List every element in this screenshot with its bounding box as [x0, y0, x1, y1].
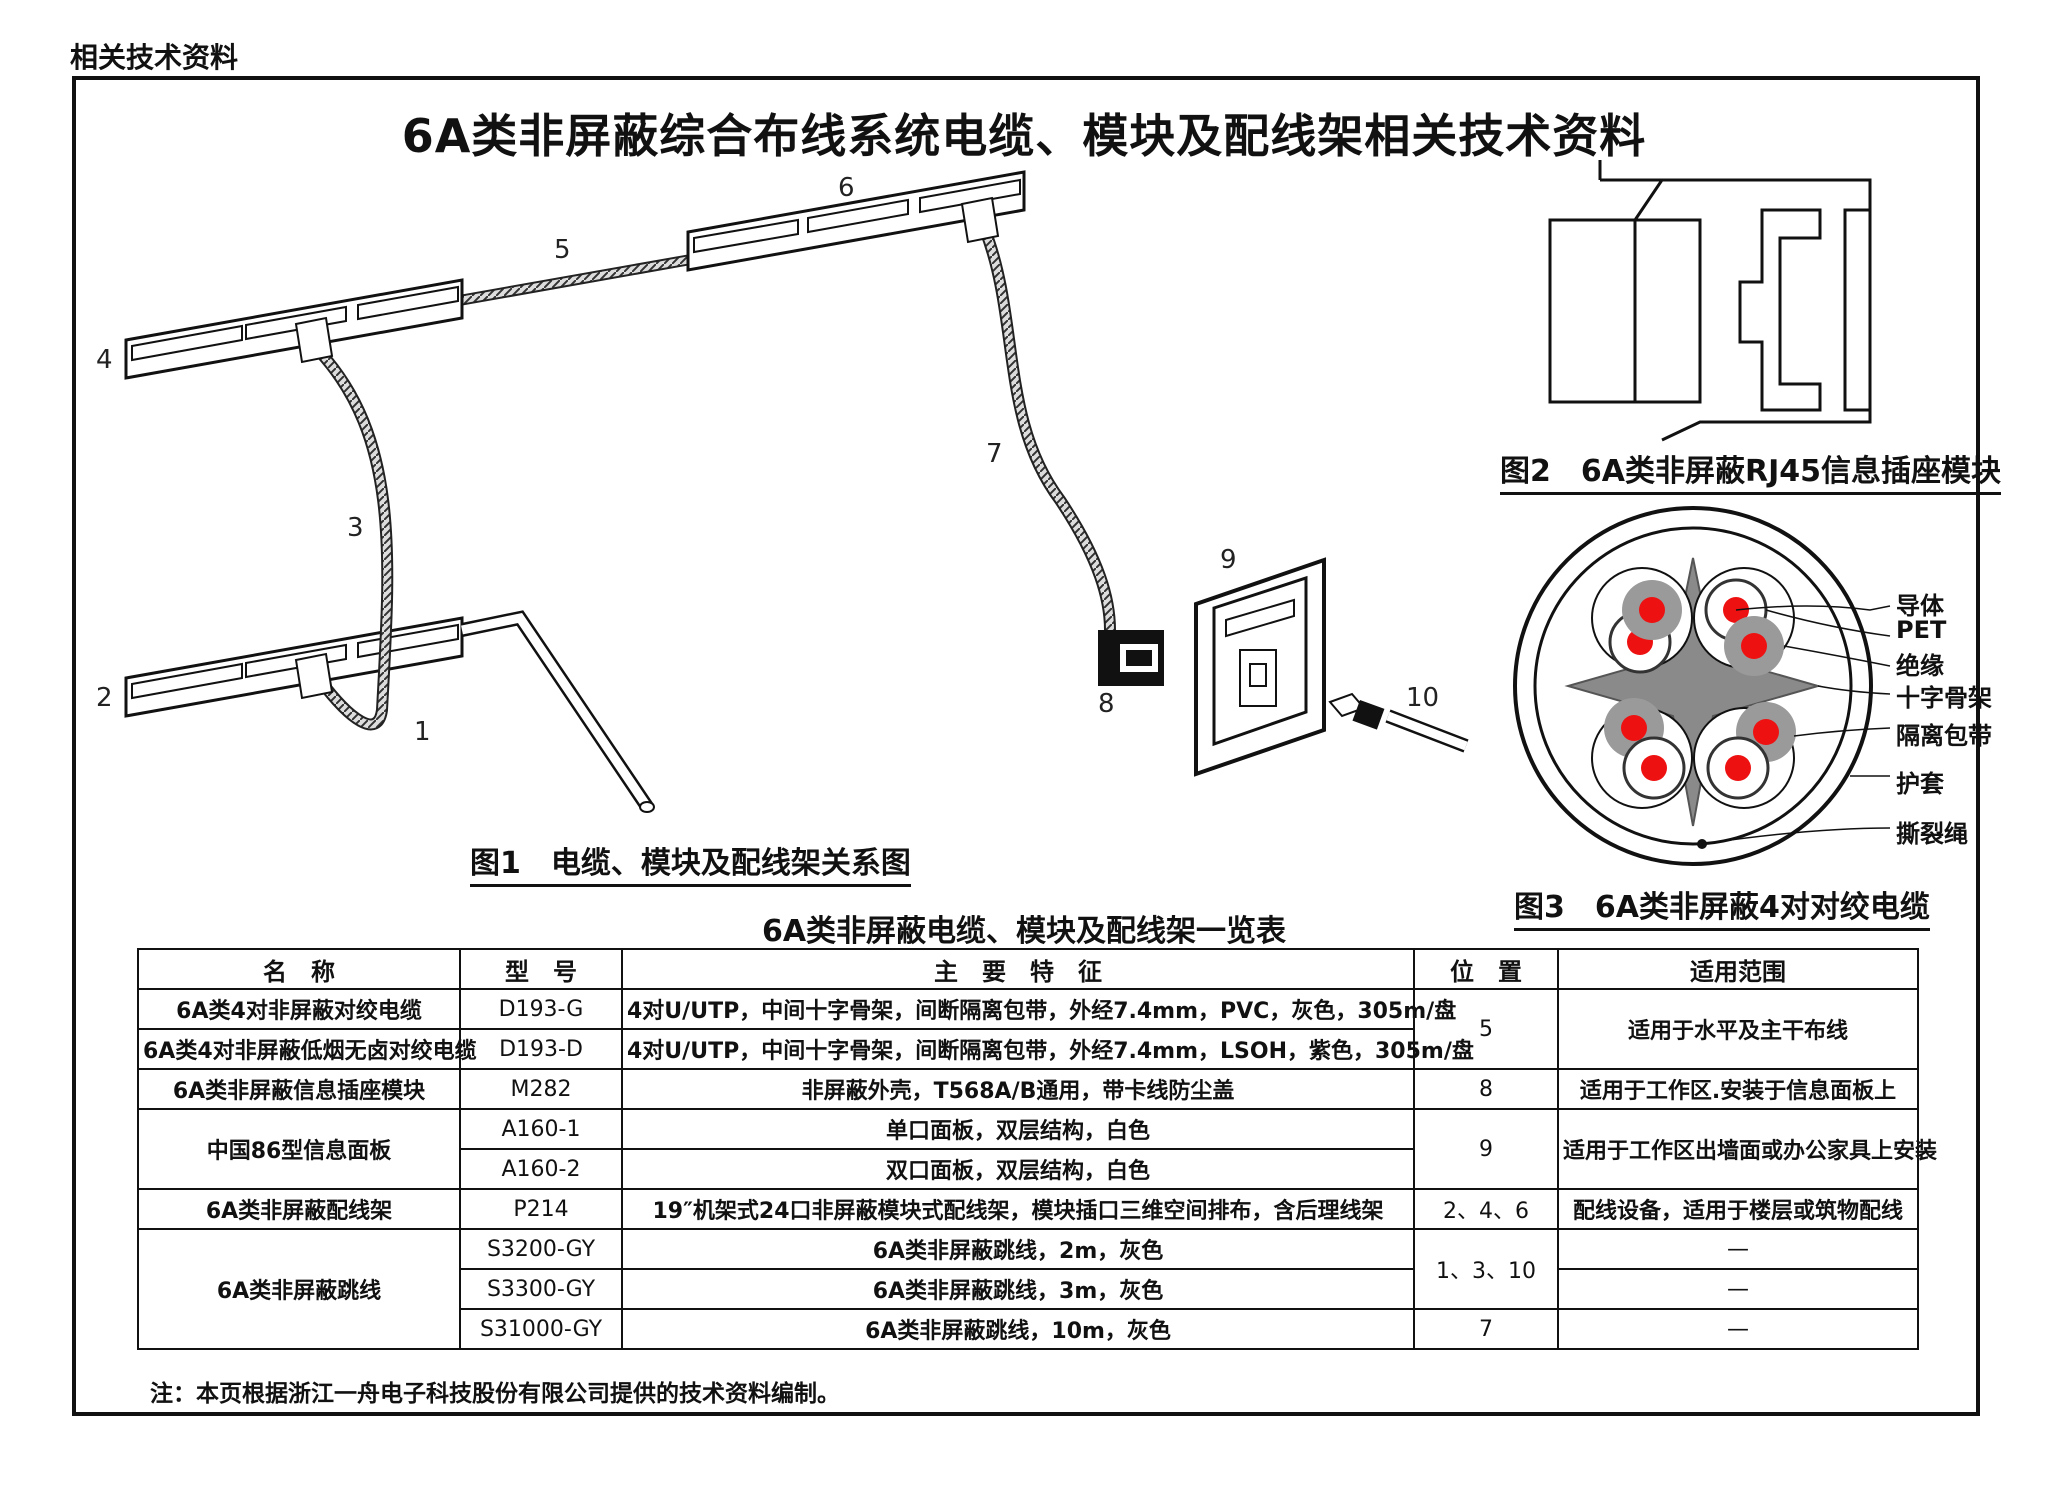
cell-scope: —	[1557, 1228, 1919, 1270]
label-10: 10	[1406, 683, 1439, 713]
table-row: A160-2 双口面板，双层结构，白色	[138, 1148, 1918, 1190]
cell-model: S3300-GY	[459, 1268, 623, 1310]
pair-top-left	[1591, 567, 1693, 674]
table-row: 中国86型信息面板 A160-1 单口面板，双层结构，白色 9 适用于工作区出墙…	[137, 1108, 1937, 1190]
table-row: 6A类非屏蔽信息插座模块 M282 非屏蔽外壳，T568A/B通用，带卡线防尘盖…	[137, 1068, 1919, 1110]
label-3: 3	[347, 513, 364, 543]
pair-bottom-right	[1693, 702, 1796, 809]
cell-feature: 非屏蔽外壳，T568A/B通用，带卡线防尘盖	[621, 1068, 1415, 1110]
cell-model: S31000-GY	[459, 1308, 623, 1350]
cell-scope: —	[1557, 1268, 1919, 1310]
faceplate-9	[1194, 557, 1326, 777]
pair-bottom-left	[1591, 698, 1693, 809]
fig2-rj45-module-drawing	[1548, 160, 1872, 442]
cell-scope: 配线设备，适用于楼层或筑物配线	[1557, 1188, 1919, 1230]
cell-position: 8	[1413, 1068, 1559, 1110]
table-row: 6A类非屏蔽跳线 S3200-GY 6A类非屏蔽跳线，2m，灰色 1、3、10 …	[137, 1228, 1919, 1350]
cell-model: A160-1	[459, 1108, 623, 1150]
table-row: 6A类4对非屏蔽对绞电缆 D193-G 4对U/UTP，中间十字骨架，间断隔离包…	[137, 988, 1919, 1070]
cell-feature: 6A类非屏蔽跳线，10m，灰色	[621, 1308, 1415, 1350]
fig3-cable-cross-section	[1513, 506, 1891, 866]
cell-position: 2、4、6	[1413, 1188, 1559, 1230]
cell-name: 6A类非屏蔽信息插座模块	[137, 1068, 461, 1110]
cell-model: A160-2	[459, 1148, 623, 1190]
cell-name: 6A类非屏蔽跳线	[137, 1228, 461, 1350]
rj45-module-8	[1098, 630, 1164, 686]
cell-scope: 适用于工作区出墙面或办公家具上安装	[1557, 1108, 1937, 1190]
cell-feature: 6A类非屏蔽跳线，3m，灰色	[621, 1268, 1415, 1310]
cell-model: D193-G	[459, 988, 623, 1030]
header-feature: 主 要 特 征	[621, 948, 1415, 990]
fig1-caption: 图1 电缆、模块及配线架关系图	[470, 838, 911, 887]
legend-cross-filler: 十字骨架	[1896, 684, 1992, 712]
fig1-relationship-diagram: 1 2 3 4 5 6 7 8 9 10	[96, 170, 1469, 813]
label-7: 7	[986, 439, 1003, 469]
cell-name: 6A类4对非屏蔽对绞电缆	[137, 988, 461, 1030]
header-scope: 适用范围	[1557, 948, 1919, 990]
cell-position: 1、3、10	[1413, 1228, 1559, 1310]
cell-feature: 双口面板，双层结构，白色	[621, 1148, 1415, 1190]
label-5: 5	[554, 235, 571, 265]
patch-cord-1	[460, 610, 654, 812]
fig2-caption: 图2 6A类非屏蔽RJ45信息插座模块	[1500, 446, 2001, 495]
legend-jacket: 护套	[1896, 770, 1944, 798]
table-title: 6A类非屏蔽电缆、模块及配线架一览表	[761, 914, 1287, 949]
drawing-frame	[72, 76, 1980, 1416]
footnote: 注：本页根据浙江一舟电子科技股份有限公司提供的技术资料编制。	[150, 1381, 840, 1407]
fig3-caption: 图3 6A类非屏蔽4对对绞电缆	[1514, 882, 1930, 931]
label-9: 9	[1220, 545, 1237, 575]
cell-feature: 4对U/UTP，中间十字骨架，间断隔离包带，外经7.4mm，PVC，灰色，305…	[621, 988, 1456, 1030]
cell-scope: —	[1557, 1308, 1919, 1350]
cell-position: 5	[1413, 988, 1559, 1070]
cell-feature: 19″机架式24口非屏蔽模块式配线架，模块插口三维空间排布，含后理线架	[621, 1188, 1415, 1230]
table-row: 6A类非屏蔽配线架 P214 19″机架式24口非屏蔽模块式配线架，模块插口三维…	[137, 1188, 1919, 1230]
legend-conductor: 导体	[1896, 592, 1944, 620]
cell-feature: 4对U/UTP，中间十字骨架，间断隔离包带，外经7.4mm，LSOH，紫色，30…	[621, 1028, 1474, 1070]
label-8: 8	[1098, 689, 1115, 719]
header-position: 位 置	[1413, 948, 1559, 990]
legend-pet: PET	[1896, 616, 1947, 644]
legend-insulation: 绝缘	[1896, 652, 1944, 680]
cell-scope: 适用于工作区.安装于信息面板上	[1557, 1068, 1919, 1110]
table-row: S31000-GY 6A类非屏蔽跳线，10m，灰色 7 —	[138, 1308, 1919, 1350]
cell-position: 7	[1413, 1308, 1559, 1350]
page-header-label: 相关技术资料	[70, 41, 239, 74]
cell-feature: 单口面板，双层结构，白色	[621, 1108, 1415, 1150]
cell-model: D193-D	[459, 1028, 623, 1070]
main-title: 6A类非屏蔽综合布线系统电缆、模块及配线架相关技术资料	[401, 109, 1647, 163]
table-row: 6A类4对非屏蔽低烟无卤对绞电缆 D193-D 4对U/UTP，中间十字骨架，间…	[137, 1028, 1918, 1070]
cell-feature: 6A类非屏蔽跳线，2m，灰色	[621, 1228, 1415, 1270]
cell-name: 中国86型信息面板	[137, 1108, 461, 1190]
cell-model: S3200-GY	[459, 1228, 623, 1270]
label-4: 4	[96, 345, 113, 375]
legend-ripcord: 撕裂绳	[1896, 820, 1968, 848]
cell-scope: 适用于水平及主干布线	[1557, 988, 1919, 1070]
cell-model: M282	[459, 1068, 623, 1110]
cell-name: 6A类4对非屏蔽低烟无卤对绞电缆	[137, 1028, 477, 1070]
cell-name: 6A类非屏蔽配线架	[137, 1188, 461, 1230]
label-1: 1	[414, 717, 431, 747]
patch-cord-10	[1328, 692, 1469, 753]
header-model: 型 号	[459, 948, 623, 990]
patch-panel-2	[124, 616, 464, 718]
cell-model: P214	[459, 1188, 623, 1230]
header-name: 名 称	[137, 948, 461, 990]
table-row: S3300-GY 6A类非屏蔽跳线，3m，灰色 —	[138, 1268, 1919, 1310]
table-header-row: 名 称 型 号 主 要 特 征 位 置 适用范围	[137, 948, 1919, 990]
patch-panel-6	[686, 170, 1026, 272]
spec-table: 名 称 型 号 主 要 特 征 位 置 适用范围 6A类4对非屏蔽对绞电缆 D1…	[137, 948, 1937, 1350]
patch-panel-4	[124, 278, 464, 380]
legend-separator-tape: 隔离包带	[1896, 722, 1992, 750]
cell-position: 9	[1413, 1108, 1559, 1190]
label-2: 2	[96, 683, 113, 713]
label-6: 6	[838, 173, 855, 203]
